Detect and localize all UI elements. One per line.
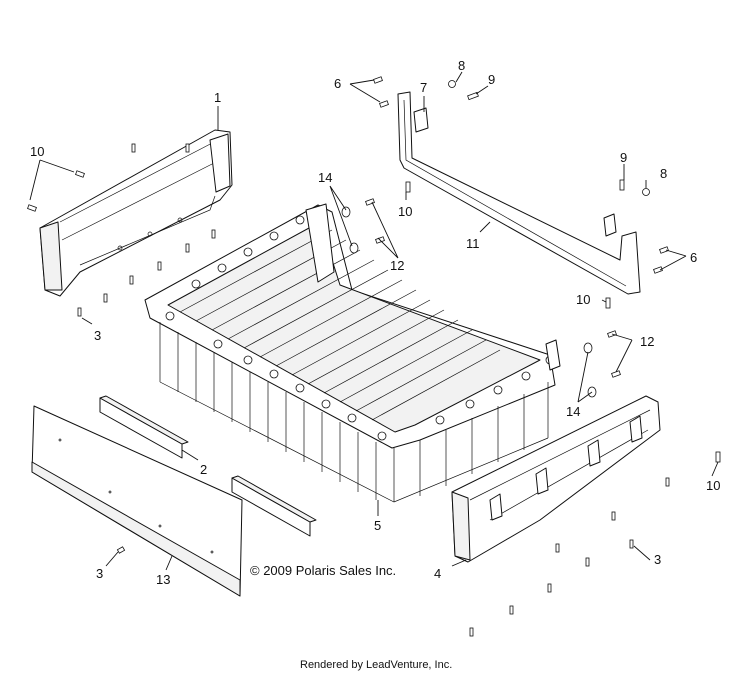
- callout-9-top: 9: [488, 72, 495, 87]
- callout-10-mid-right: 10: [576, 292, 590, 307]
- callout-6-top: 6: [334, 76, 341, 91]
- callout-11: 11: [466, 236, 480, 251]
- callout-5: 5: [374, 518, 381, 533]
- callout-10-left: 10: [30, 144, 44, 159]
- callout-3-right: 3: [654, 552, 661, 567]
- callout-4: 4: [434, 566, 441, 581]
- callout-8-top: 8: [458, 58, 465, 73]
- callout-14-top: 14: [318, 170, 332, 185]
- callout-6-right: 6: [690, 250, 697, 265]
- tailgate-panel: [31, 405, 243, 597]
- callout-14-right: 14: [566, 404, 580, 419]
- seal-strips: [99, 395, 317, 537]
- callout-7: 7: [420, 80, 427, 95]
- callout-12-right: 12: [640, 334, 654, 349]
- callout-10-center: 10: [398, 204, 412, 219]
- callout-1: 1: [214, 90, 221, 105]
- copyright-text: © 2009 Polaris Sales Inc.: [250, 563, 396, 578]
- callout-12-top: 12: [390, 258, 404, 273]
- cargo-box-tub: [144, 203, 561, 503]
- leader-lines: [29, 71, 719, 571]
- rear-frame-bar: [397, 91, 641, 295]
- callout-8-right: 8: [660, 166, 667, 181]
- right-side-panel: [451, 395, 661, 563]
- callout-3-left: 3: [94, 328, 101, 343]
- footer-text: Rendered by LeadVenture, Inc.: [300, 659, 452, 671]
- callout-10-far-right: 10: [706, 478, 720, 493]
- callout-13: 13: [156, 572, 170, 587]
- callout-labels: 1 10 3 6 7 8 9 9 8 14 12 10 11 6 10 12 1…: [30, 58, 720, 587]
- callout-9-right: 9: [620, 150, 627, 165]
- callout-2: 2: [200, 462, 207, 477]
- left-side-panel: [39, 129, 233, 297]
- callout-3-bottom: 3: [96, 566, 103, 581]
- fasteners: [27, 76, 721, 637]
